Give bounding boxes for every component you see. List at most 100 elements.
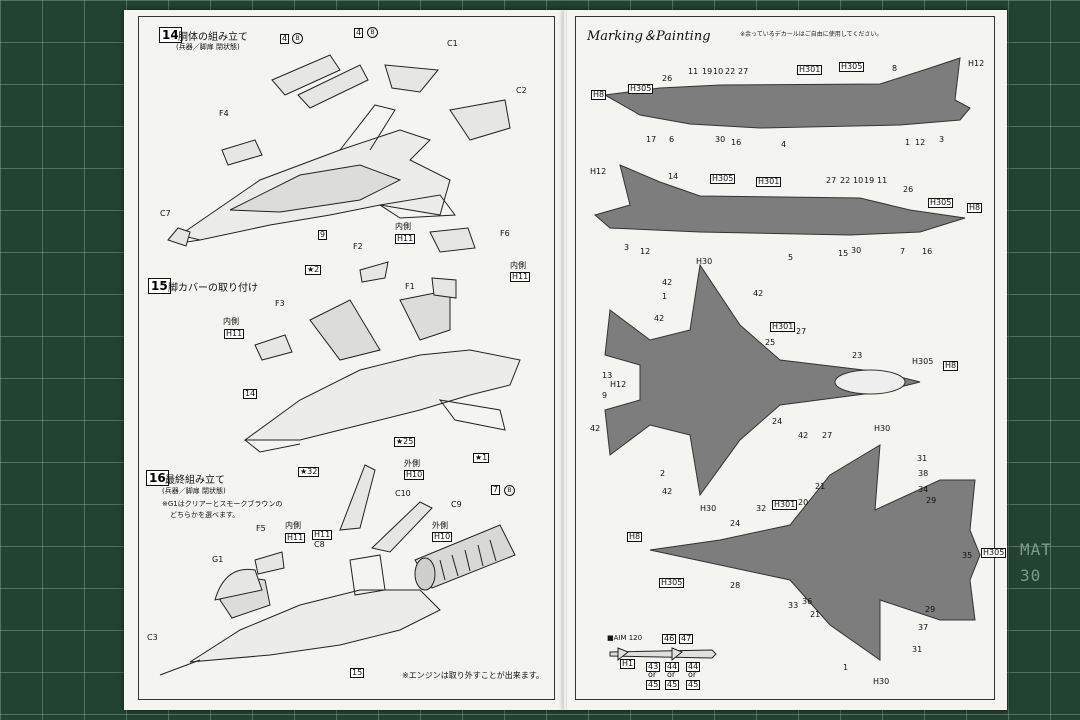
decal-star-2: ★2 [305,265,322,275]
decal-num-42-c: 42 [654,314,665,323]
decal-num-16-a: 16 [731,138,742,147]
aim120-paint-h1: H1 [620,659,636,669]
decal-num-27-a: 27 [738,67,749,76]
paint-label-h301-3: H301 [770,322,796,332]
decal-num-4: 4 [781,140,787,149]
aim120-or-1: or [648,670,657,679]
part-callout-c10: C10 [395,489,411,498]
part-g1 [214,568,263,601]
marking-painting-title: Marking＆Painting [587,29,711,44]
decal-num-29-b: 29 [925,605,936,614]
aim120-missile-drawing [609,647,717,662]
label-inner-side-2: 内側 [510,261,526,270]
decal-num-37: 37 [918,623,929,632]
decal-num-24: 24 [772,417,783,426]
part-callout-f4: F4 [219,109,229,118]
paint-label-h305-3: H305 [710,174,736,184]
step-14-subtitle: (兵器／脚扉 閉状態) [176,43,240,51]
part-callout-h11-3: H11 [224,329,245,339]
paint-label-h305-6: H305 [659,578,685,588]
part-callout-f6: F6 [500,229,510,238]
part-4b-lower [297,64,369,109]
paint-label-h301-2: H301 [756,177,782,187]
decal-num-36: 36 [802,597,813,606]
decal-note: ※余っているデカールはご自由に使用してください。 [740,31,883,38]
step15-fuselage-drawing [243,289,521,453]
decal-num-19-b: 19 [864,176,875,185]
decal-num-6: 6 [669,135,675,144]
paint-label-h305-2: H305 [839,62,865,72]
part-callout-h10-1: H10 [404,470,425,480]
decal-num-2: 2 [660,469,666,478]
part-callout-h11-4: H11 [285,533,306,543]
paint-label-h301-4: H301 [772,500,798,510]
decal-num-24-b: 24 [730,519,741,528]
part-callout-7-sprue: B [504,485,515,496]
label-inner-side-4: 内側 [285,521,301,530]
part-callout-9: 9 [318,230,328,240]
aim120-label: ■AIM 120 [607,634,643,642]
aim120-decal-45-b: 45 [665,680,680,690]
paint-label-h305-1: H305 [628,84,654,94]
label-inner-side-1: 内側 [395,222,411,231]
label-outer-side-2: 外側 [432,521,448,530]
decal-num-10-a: 10 [713,67,724,76]
part-callout-c7: C7 [160,209,171,218]
paint-label-h12-2: H12 [590,167,607,176]
part-callout-g1: G1 [212,555,224,564]
side-view-left-aircraft [603,57,971,129]
decal-num-42-f: 42 [662,487,673,496]
part-callout-c8: C8 [314,540,325,549]
decal-num-26-b: 26 [903,185,914,194]
step-15-title: 脚カバーの取り付け [168,283,258,294]
paint-label-h30-3: H30 [874,424,891,433]
part-callout-h11-5: H11 [312,530,333,540]
decal-num-11-b: 11 [877,176,888,185]
aim120-decal-46: 46 [662,634,677,644]
label-inner-side-3: 内側 [223,317,239,326]
decal-num-26-a: 26 [662,74,673,83]
part-c7 [167,227,191,247]
decal-num-42-b: 42 [753,289,764,298]
engine-removable-note: ※エンジンは取り外すことが出来ます。 [402,671,544,680]
decal-num-20: 20 [798,498,809,507]
decal-star-32: ★32 [298,467,320,477]
part-callout-c1: C1 [447,39,458,48]
decal-num-19-a: 19 [702,67,713,76]
part-callout-f3: F3 [275,299,285,308]
paint-label-h8-3: H8 [943,361,959,371]
part-callout-7: 7 [491,485,501,495]
part-callout-4b-1: 4 [280,34,290,44]
side-view-right-aircraft [593,164,966,236]
part-f2 [359,261,389,283]
part-callout-c2: C2 [516,86,527,95]
paint-label-h305-4: H305 [928,198,954,208]
left-page-frame [138,16,555,700]
part-f5 [254,551,285,575]
decal-num-31-a: 31 [917,454,928,463]
decal-num-21-a: 21 [815,482,826,491]
aim120-or-2: or [667,670,676,679]
step14-fuselage-drawing [170,104,456,244]
part-c9 [370,501,433,553]
decal-star-25: ★25 [394,437,416,447]
paint-label-h30-2: H30 [700,504,717,513]
step16-fuselage-drawing [159,554,441,676]
decal-num-22-b: 22 [840,176,851,185]
decal-num-1-a: 1 [905,138,911,147]
aim120-decal-43: 43 [646,662,661,672]
decal-star-25-num: 25 [403,437,414,446]
decal-star-1-num: 1 [482,453,488,462]
decal-num-27-b: 27 [826,176,837,185]
decal-num-32-a: 32 [756,504,767,513]
paint-label-h30-1: H30 [696,257,713,266]
paint-label-h12-1: H12 [968,59,985,68]
decal-num-25: 25 [765,338,776,347]
aim120-or-3: or [688,670,697,679]
part-callout-c9: C9 [451,500,462,509]
decal-num-7: 7 [900,247,906,256]
decal-num-42-d: 42 [798,431,809,440]
decal-num-28: 28 [730,581,741,590]
decal-num-22-a: 22 [725,67,736,76]
